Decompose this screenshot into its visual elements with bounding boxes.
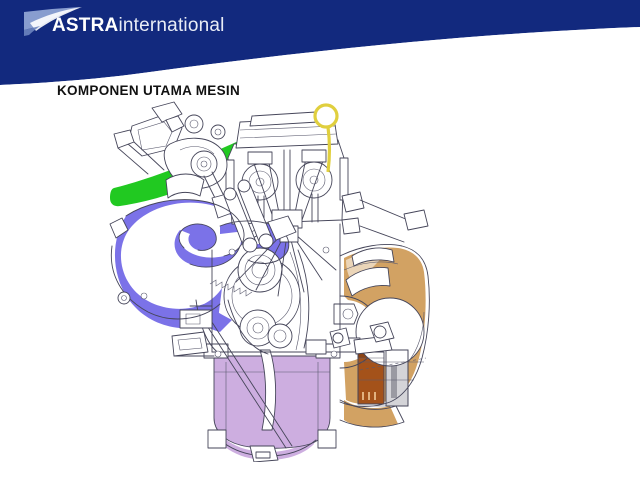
- oil-filter-lines: [353, 321, 409, 407]
- dipstick: [313, 103, 339, 173]
- brand-text: ASTRAinternational: [52, 16, 225, 35]
- header-band-shape: [0, 0, 640, 85]
- brand-primary: ASTRA: [52, 15, 119, 36]
- header-curve-accent: [0, 27, 640, 88]
- block-foot-lines: [171, 331, 215, 357]
- detail-springs: [209, 279, 253, 297]
- engine-cutaway-diagram: .ln { fill:none; stroke:#46465a; stroke-…: [108, 100, 448, 462]
- slide-header: [0, 0, 640, 100]
- oil-pan-lines: [201, 315, 341, 462]
- region-oil-pan: [214, 356, 330, 460]
- brand-secondary: international: [118, 15, 225, 36]
- intake-pipe-lines: [109, 199, 297, 320]
- astra-wing-logo: [24, 7, 82, 36]
- page-title: KOMPONEN UTAMA MESIN: [57, 83, 240, 98]
- bolt-details: [140, 246, 338, 358]
- brand-lockup: ASTRAinternational: [0, 0, 340, 52]
- accessory-cluster-lines: [113, 101, 274, 253]
